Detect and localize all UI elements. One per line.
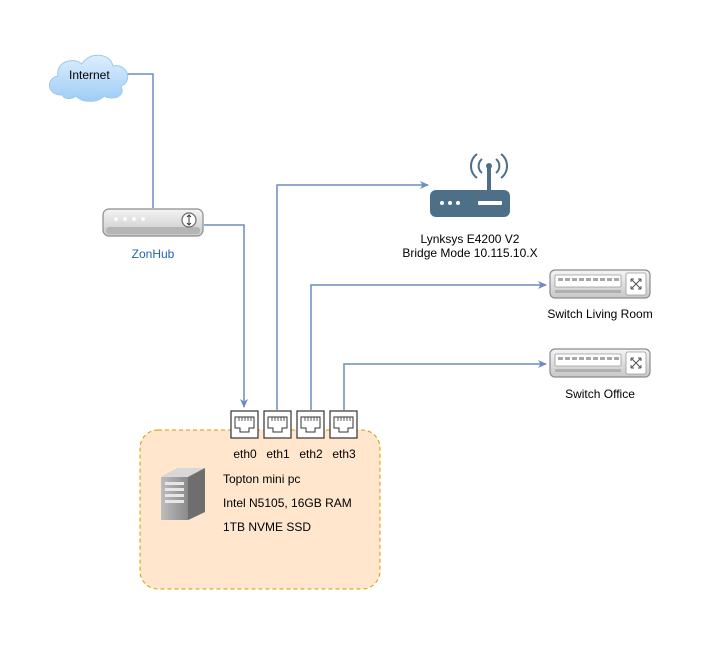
ethernet-port-icon [263,410,292,439]
cloud-icon [49,54,129,102]
mini-pc-name: Topton mini pc [223,472,301,486]
ethernet-port-icon [230,410,259,439]
zonhub-label: ZonHub [131,247,175,261]
router-label-line1: Lynksys E4200 V2 [420,232,520,246]
mini-pc-storage: 1TB NVME SSD [223,520,312,534]
edge-eth1-router [276,181,429,410]
wireless-router-icon [430,153,510,217]
switch-office-label: Switch Office [565,387,635,401]
eth1-label: eth1 [266,447,290,461]
edge-eth2-switch-living [310,281,547,410]
eth2-label: eth2 [299,447,323,461]
internet-label: Internet [69,68,110,82]
switch-living-room-label: Switch Living Room [547,307,653,321]
network-switch-icon [549,269,651,299]
network-switch-icon [549,348,651,378]
edge-eth3-switch-office [343,360,547,410]
eth0-label: eth0 [233,447,257,461]
edge-zonhub-eth0 [204,224,248,408]
router-label-line2: Bridge Mode 10.115.10.X [402,246,538,260]
server-tower-icon [161,468,205,520]
ethernet-port-icon [329,410,358,439]
modem-icon [102,208,204,237]
ethernet-port-icon [296,410,325,439]
edge-internet-zonhub [127,73,154,208]
eth3-label: eth3 [332,447,356,461]
mini-pc-specs: Intel N5105, 16GB RAM [223,496,352,510]
